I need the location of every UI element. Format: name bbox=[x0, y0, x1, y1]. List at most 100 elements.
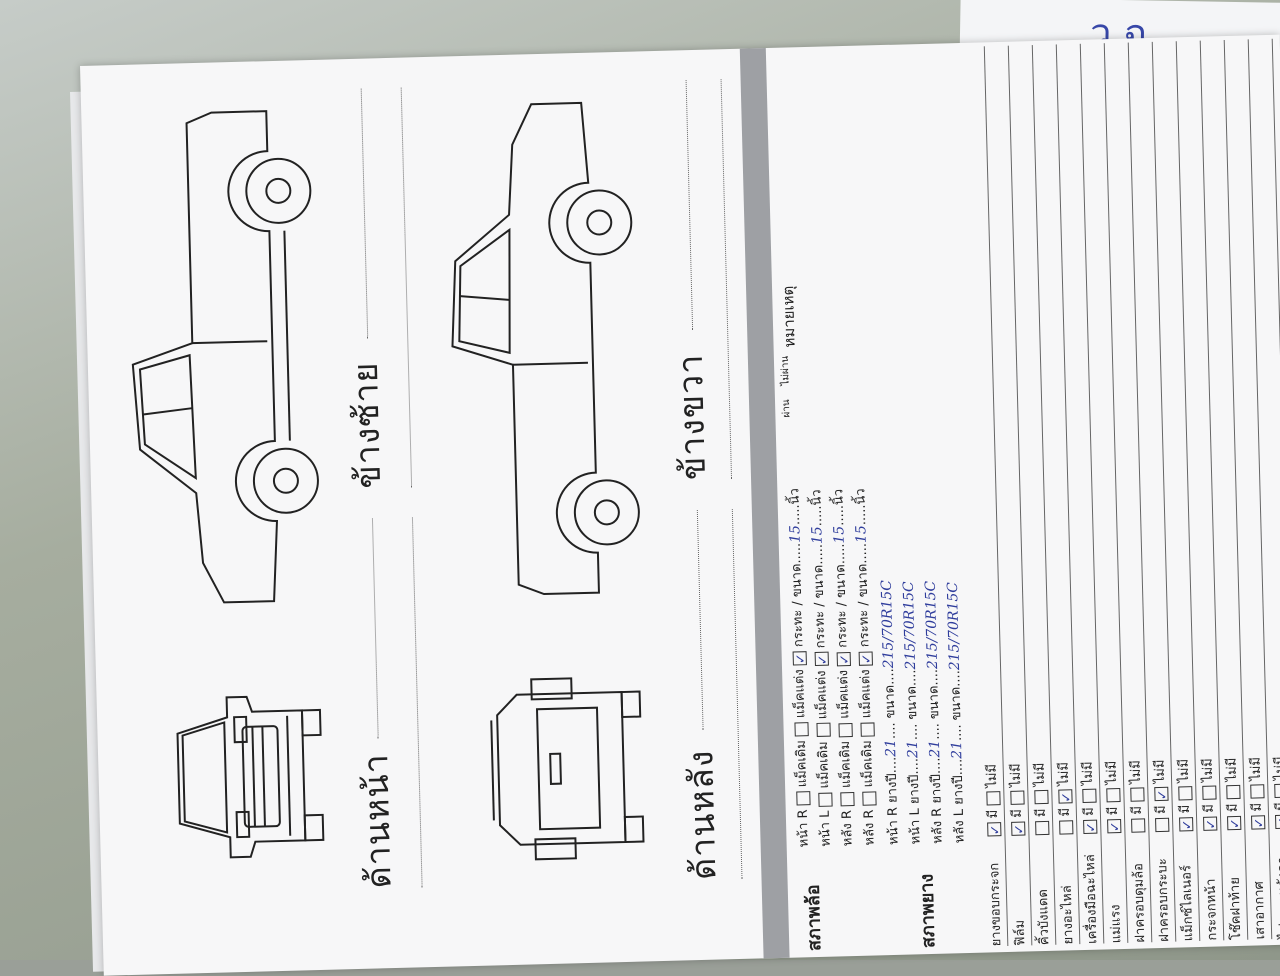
no-checkbox[interactable]: ✓ bbox=[1153, 787, 1170, 802]
size-label: ขนาด bbox=[926, 685, 943, 720]
no-label: ไม่มี bbox=[1200, 758, 1217, 783]
yes-checkbox[interactable]: ✓ bbox=[1106, 819, 1123, 834]
no-label: ไม่มี bbox=[1128, 759, 1145, 785]
tick-mark: ✓ bbox=[1107, 821, 1123, 833]
checkbox[interactable]: ✓ bbox=[792, 650, 809, 666]
checkbox[interactable]: ✓ bbox=[836, 651, 853, 666]
option-label: กระทะ / ขนาด bbox=[789, 563, 807, 648]
checkbox[interactable] bbox=[817, 792, 833, 807]
handwritten-size: 15 bbox=[853, 525, 870, 544]
checkbox[interactable] bbox=[795, 791, 811, 806]
no-checkbox[interactable]: ✓ bbox=[1057, 789, 1075, 804]
yes-label: มี bbox=[1153, 805, 1169, 815]
no-label: ไม่มี bbox=[1008, 763, 1025, 788]
equipment-name: ฟิล์ม bbox=[1012, 919, 1029, 946]
year-label: ยางปี bbox=[906, 774, 923, 805]
checkbox[interactable] bbox=[839, 791, 855, 807]
equipment-name: ยางอะไหล่ bbox=[1059, 885, 1077, 945]
equipment-name: ฝาครอบกระบะ bbox=[1155, 858, 1173, 943]
no-checkbox[interactable] bbox=[1033, 790, 1049, 805]
checkbox[interactable] bbox=[861, 791, 877, 806]
no-checkbox[interactable] bbox=[1273, 783, 1280, 799]
unit-label: นิ้ว bbox=[831, 488, 847, 506]
yes-checkbox[interactable] bbox=[1154, 817, 1169, 833]
yes-label: มี bbox=[1201, 803, 1217, 813]
tick-mark: ✓ bbox=[1058, 791, 1075, 803]
no-checkbox[interactable] bbox=[1201, 785, 1217, 801]
yes-checkbox[interactable]: ✓ bbox=[1250, 815, 1267, 830]
handwritten-size: 15 bbox=[831, 525, 848, 544]
option-label: แม็คเดิม bbox=[793, 739, 811, 788]
checkbox[interactable]: ✓ bbox=[858, 651, 874, 666]
truck-front-drawing bbox=[176, 695, 325, 859]
yes-checkbox[interactable]: ✓ bbox=[1082, 819, 1099, 835]
left-notes-line bbox=[400, 87, 413, 488]
truck-rear-drawing bbox=[490, 677, 645, 861]
left-side-view-title: ข้างซ้าย bbox=[345, 361, 390, 490]
yes-checkbox[interactable]: ✓ bbox=[1274, 814, 1280, 829]
no-checkbox[interactable] bbox=[1009, 790, 1025, 806]
checkbox[interactable] bbox=[837, 722, 853, 737]
yes-checkbox[interactable] bbox=[1034, 820, 1049, 836]
rotated-page-content: ด้านหน้า ข้างซ้าย ด้านหลัง bbox=[80, 35, 1280, 976]
yes-checkbox[interactable]: ✓ bbox=[1010, 821, 1027, 836]
option-label: แม็คแต่ง bbox=[836, 669, 853, 719]
handwritten-year: 21 bbox=[904, 740, 922, 759]
no-checkbox[interactable] bbox=[1177, 786, 1193, 801]
note-column-header: หมายเหตุ bbox=[778, 285, 799, 348]
checkbox[interactable] bbox=[815, 723, 831, 738]
no-label: ไม่มี bbox=[1272, 756, 1280, 781]
no-label: ไม่มี bbox=[1032, 762, 1049, 787]
yes-checkbox[interactable]: ✓ bbox=[1202, 816, 1219, 831]
pass-column-header: ผ่าน bbox=[780, 399, 793, 418]
no-label: ไม่มี bbox=[1104, 760, 1121, 785]
equipment-name: คิ้วบังแดด bbox=[1035, 889, 1053, 946]
no-checkbox[interactable] bbox=[1129, 787, 1145, 803]
option-label: กระทะ / ขนาด bbox=[855, 563, 873, 648]
yes-checkbox[interactable] bbox=[1058, 820, 1073, 835]
unit-label: นิ้ว bbox=[809, 489, 825, 506]
yes-label: มี bbox=[1177, 804, 1193, 814]
yes-label: มี bbox=[1129, 805, 1145, 815]
tick-mark: ✓ bbox=[793, 652, 809, 665]
inspection-table: สภาพล้อ สภาพยาง หน้า R แม็คเดิม แม็คแต่ง… bbox=[739, 35, 1280, 959]
no-checkbox[interactable] bbox=[985, 791, 1001, 806]
yes-checkbox[interactable]: ✓ bbox=[986, 822, 1003, 837]
yes-label: มี bbox=[1249, 802, 1265, 812]
option-label: แม็คแต่ง bbox=[858, 669, 875, 719]
equipment-name: เครื่องมือฉะไหล่ bbox=[1082, 854, 1101, 944]
handwritten-tire-size: 215/70R15C bbox=[944, 581, 964, 671]
tick-mark: ✓ bbox=[1203, 818, 1219, 830]
equipment-name: เสาอากาศ bbox=[1251, 880, 1269, 940]
size-label: ขนาด bbox=[948, 686, 965, 721]
no-checkbox[interactable] bbox=[1081, 788, 1097, 804]
yes-checkbox[interactable]: ✓ bbox=[1226, 815, 1243, 831]
handwritten-size: 15 bbox=[787, 524, 804, 544]
rear-view-title: ด้านหลัง bbox=[681, 749, 725, 881]
front-notes-line bbox=[411, 517, 423, 888]
checkbox[interactable]: ✓ bbox=[814, 652, 831, 667]
yes-checkbox[interactable] bbox=[1130, 818, 1145, 833]
yes-checkbox[interactable]: ✓ bbox=[1178, 817, 1195, 832]
tire-position: หลัง R bbox=[929, 807, 946, 844]
yes-label: มี bbox=[1033, 808, 1049, 818]
checkbox[interactable] bbox=[793, 721, 809, 737]
size-label: ขนาด bbox=[904, 685, 921, 720]
fail-column-header: ไม่ผ่าน bbox=[779, 355, 792, 386]
front-notes-line bbox=[371, 518, 379, 739]
no-label: ไม่มี bbox=[1176, 758, 1193, 783]
checkbox[interactable] bbox=[859, 721, 875, 737]
no-checkbox[interactable] bbox=[1105, 788, 1121, 803]
right-side-view-title: ข้างขวา bbox=[670, 353, 715, 481]
no-checkbox[interactable] bbox=[1249, 784, 1265, 799]
tick-mark: ✓ bbox=[987, 824, 1003, 836]
tick-mark: ✓ bbox=[1179, 819, 1195, 831]
no-checkbox[interactable] bbox=[1225, 785, 1241, 800]
tick-mark: ✓ bbox=[837, 653, 853, 665]
tick-mark: ✓ bbox=[815, 654, 831, 666]
option-label: แม็คแต่ง bbox=[792, 669, 809, 719]
inspection-form-sheet: ด้านหน้า ข้างซ้าย ด้านหลัง bbox=[80, 34, 1280, 976]
handwritten-year: 21 bbox=[948, 740, 966, 760]
equipment-name: แม่แรง bbox=[1108, 904, 1125, 944]
tick-mark: ✓ bbox=[1275, 816, 1280, 828]
